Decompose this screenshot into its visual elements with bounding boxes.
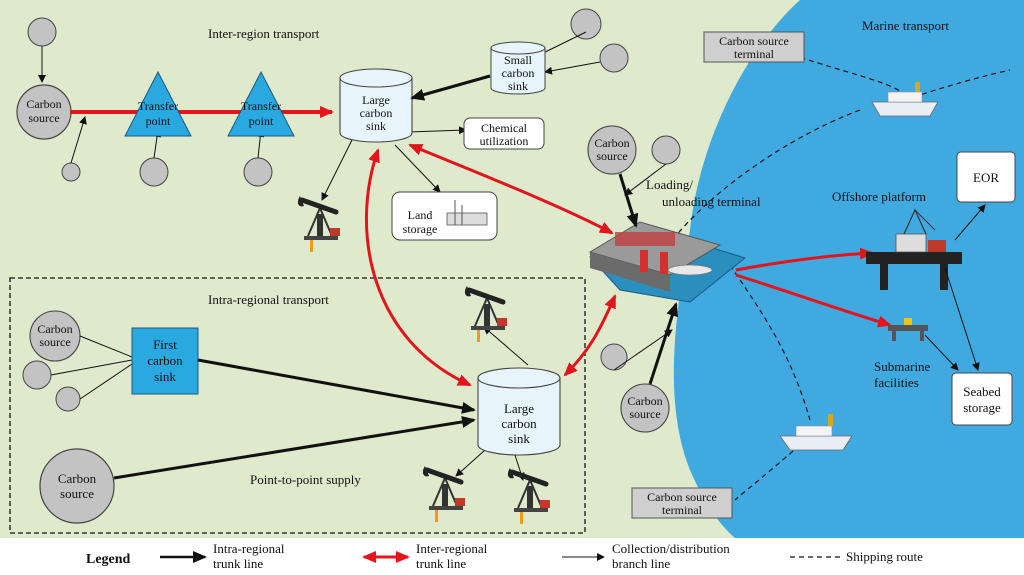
carbon-source-terminal-box-bottom: Carbon source terminal — [631, 487, 733, 519]
svg-text:source: source — [60, 486, 94, 501]
source-to-terminal-trunk — [618, 173, 639, 228]
small-carbon-sink: Small carbon sink — [490, 41, 546, 95]
transfer-point-1: Transfer point — [124, 70, 192, 137]
source-to-terminal-trunk-2 — [648, 302, 678, 385]
svg-text:carbon: carbon — [360, 106, 393, 120]
carbon-source-top: Carbon source — [16, 84, 72, 140]
inter-region-transport-label: Inter-region transport — [208, 26, 320, 41]
sea-area — [673, 0, 1024, 538]
legend-intra-label-2: trunk line — [213, 556, 263, 571]
svg-text:Chemical: Chemical — [481, 121, 528, 135]
svg-text:Carbon: Carbon — [37, 322, 72, 336]
svg-text:Large: Large — [504, 401, 534, 416]
intra-regional-box — [9, 277, 586, 534]
chemical-utilization-box: Chemical utilization — [463, 117, 545, 150]
svg-text:storage: storage — [403, 222, 438, 236]
svg-text:terminal: terminal — [734, 47, 775, 61]
submarine-facilities-label-1: Submarine — [874, 359, 931, 374]
svg-text:Carbon: Carbon — [594, 136, 629, 150]
eor-box: EOR — [956, 151, 1016, 203]
offshore-platform-icon — [866, 208, 962, 290]
svg-text:Carbon source: Carbon source — [719, 34, 789, 48]
submarine-facilities-icon — [888, 318, 928, 341]
svg-text:Carbon: Carbon — [26, 97, 61, 111]
seabed-branches — [924, 267, 980, 371]
svg-text:sink: sink — [366, 119, 386, 133]
svg-text:carbon: carbon — [502, 66, 535, 80]
source-to-large-trunk — [113, 415, 476, 480]
svg-text:source: source — [596, 149, 627, 163]
platform-to-eor — [954, 204, 986, 241]
offshore-platform-label: Offshore platform — [832, 189, 926, 204]
svg-text:Seabed: Seabed — [963, 384, 1001, 399]
svg-text:sink: sink — [508, 431, 530, 446]
first-carbon-sink-box: First carbon sink — [131, 327, 199, 395]
svg-text:terminal: terminal — [662, 503, 703, 517]
legend-inter-label-1: Inter-regional — [416, 541, 488, 556]
carbon-source-terminal-box-top: Carbon source terminal — [703, 31, 805, 63]
first-sink-branches — [50, 335, 133, 400]
svg-text:storage: storage — [963, 400, 1001, 415]
svg-text:source: source — [39, 335, 70, 349]
svg-text:sink: sink — [154, 369, 176, 384]
svg-text:point: point — [249, 114, 274, 128]
svg-text:Carbon source: Carbon source — [647, 490, 717, 504]
legend-inter-label-2: trunk line — [416, 556, 466, 571]
svg-text:source: source — [28, 111, 59, 125]
marine-transport-label: Marine transport — [862, 18, 949, 33]
intra-regional-transport-label: Intra-regional transport — [208, 292, 329, 307]
first-sink-to-large-trunk — [197, 358, 476, 414]
svg-text:point: point — [146, 114, 171, 128]
svg-text:utilization: utilization — [480, 134, 529, 148]
svg-text:Transfer: Transfer — [241, 99, 281, 113]
land-storage-box: Land storage — [391, 191, 498, 241]
svg-text:Transfer: Transfer — [138, 99, 178, 113]
svg-text:Carbon: Carbon — [627, 394, 662, 408]
svg-text:source: source — [629, 407, 660, 421]
svg-text:sink: sink — [508, 79, 528, 93]
legend-branch-label-2: branch line — [612, 556, 670, 571]
carbon-source-terminal-bottom: Carbon source — [620, 383, 670, 433]
svg-text:Land: Land — [408, 208, 433, 222]
point-to-point-supply-label: Point-to-point supply — [250, 472, 361, 487]
carbon-source-intra-small: Carbon source — [29, 310, 81, 362]
svg-text:Carbon: Carbon — [58, 471, 97, 486]
seabed-storage-box: Seabed storage — [951, 372, 1013, 426]
loading-terminal-port — [588, 221, 747, 303]
ship-icon — [871, 82, 939, 117]
inter-regional-curves — [364, 143, 892, 387]
svg-text:First: First — [153, 337, 177, 352]
transfer-point-2: Transfer point — [227, 70, 295, 137]
ship-icon — [779, 414, 853, 451]
small-to-large-trunk — [410, 74, 491, 101]
svg-text:carbon: carbon — [501, 416, 537, 431]
small-sources-top — [22, 8, 681, 412]
carbon-source-intra-large: Carbon source — [39, 448, 115, 524]
legend-title: Legend — [86, 552, 131, 567]
loading-terminal-label-1: Loading/ — [646, 177, 693, 192]
legend-branch-label-1: Collection/distribution — [612, 541, 730, 556]
submarine-facilities-label-2: facilities — [874, 375, 919, 390]
svg-text:Small: Small — [504, 53, 533, 67]
svg-text:EOR: EOR — [973, 170, 999, 185]
large-carbon-sink-intra: Large carbon sink — [477, 367, 561, 456]
svg-text:carbon: carbon — [147, 353, 183, 368]
legend-shipping-label: Shipping route — [846, 549, 923, 564]
carbon-source-terminal-top: Carbon source — [587, 125, 637, 175]
legend-intra-label-1: Intra-regional — [213, 541, 285, 556]
legend: Legend Intra-regional trunk line Inter-r… — [86, 541, 923, 571]
large-carbon-sink-top: Large carbon sink — [339, 68, 413, 143]
loading-terminal-label-2: unloading terminal — [662, 194, 761, 209]
svg-text:Large: Large — [362, 93, 390, 107]
